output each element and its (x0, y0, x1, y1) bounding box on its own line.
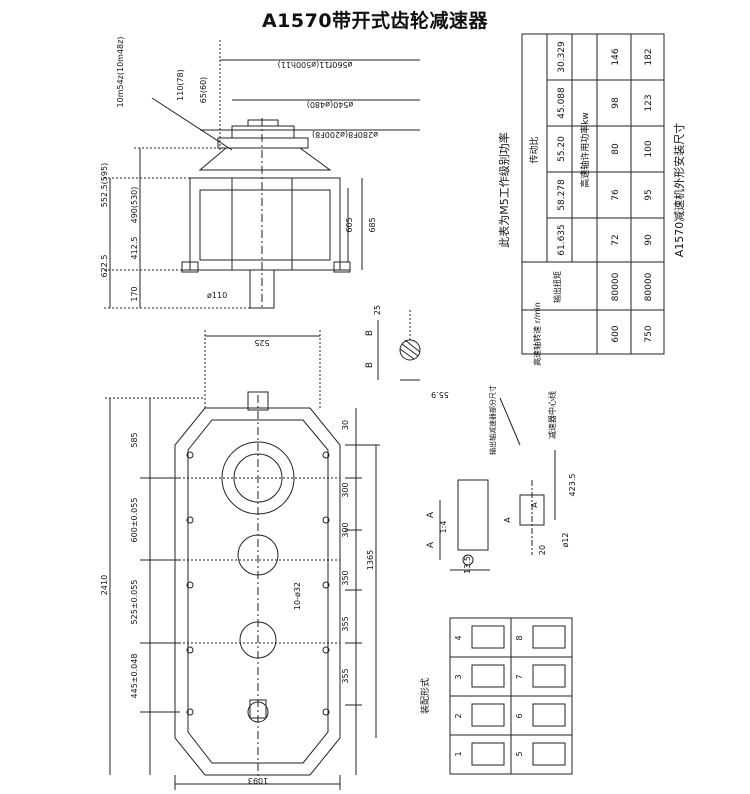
detail-dim-423: 423.5 (568, 474, 577, 497)
front-view (105, 330, 380, 790)
table-col-torque: 输出扭矩 (552, 271, 562, 303)
table-cell: 182 (644, 48, 654, 65)
table-cell: 100 (644, 140, 654, 157)
dim-total-2410: 2410 (100, 575, 109, 595)
dim-holes: 10-ø32 (293, 582, 302, 610)
table-cell: 80 (611, 143, 621, 155)
table-ratio: 30.329 (557, 41, 567, 73)
table-header-note: 此表为M5工作级别功率 (497, 132, 511, 248)
dim-r30: 30 (341, 420, 350, 430)
dim-h-490: 490(530) (130, 187, 139, 224)
assembly-number: 6 (515, 713, 524, 718)
section-aa (439, 479, 490, 571)
assembly-number: 8 (515, 635, 524, 640)
assembly-number: 3 (454, 674, 463, 679)
dim-25: 25 (373, 305, 382, 315)
side-body-inner (199, 189, 331, 261)
power-table (521, 33, 665, 355)
table-col-ratio: 传动比 (528, 136, 540, 163)
table-ratio: 58.278 (557, 179, 567, 211)
detail-dim-12: ø12 (561, 532, 570, 547)
drawing-title: A1570带开式齿轮减速器 (261, 10, 489, 32)
table-cell: 123 (644, 94, 654, 111)
table-ratio: 45.088 (557, 87, 567, 119)
top-boss (247, 119, 279, 127)
detail-view (499, 397, 556, 555)
dim-top-a: 10m54z(10m48z) (116, 37, 125, 108)
table-cell: 146 (611, 48, 621, 65)
top-cone (198, 147, 332, 171)
dim-r300a: 300 (341, 482, 350, 497)
side-view (104, 40, 420, 310)
table-cell: 95 (644, 189, 654, 200)
detail-label-a2: A (530, 502, 539, 508)
assembly-number: 1 (454, 751, 463, 756)
dim-h-552: 552.5(595) (100, 163, 109, 207)
section-aa-ratio: 1:4 (439, 521, 448, 534)
dim-525: 525±0.055 (130, 580, 139, 625)
housing-outline (174, 407, 341, 776)
assembly-number: 4 (454, 635, 463, 640)
note-center-line: 减速器中心线 (547, 391, 557, 439)
dim-r300b: 300 (341, 522, 350, 537)
table-cell: 90 (644, 234, 654, 246)
table-ratio: 61.635 (557, 224, 567, 256)
note-output-shaft: 输出轴减速器部分尺寸 (488, 385, 497, 455)
dim-h-170: 170 (130, 286, 139, 301)
dim-h-685: 685 (368, 217, 377, 232)
table-col-speed: 高速轴转速 r/min (532, 302, 542, 366)
dim-r350: 350 (341, 570, 350, 585)
side-body (189, 177, 341, 271)
dim-585: 585 (130, 432, 139, 447)
dim-r355b: 355 (341, 668, 350, 683)
section-bb-label-top: B (365, 330, 375, 336)
section-bb (377, 310, 421, 381)
section-aa-label-bottom: A (426, 541, 436, 548)
dim-top-525: 525 (254, 338, 269, 347)
dim-55-9: 55.9 (431, 390, 449, 399)
table-cell: 76 (611, 189, 621, 201)
dim-h-622: 622.5 (100, 255, 109, 278)
table-row-speed: 600 (611, 325, 621, 342)
dim-width-1093: 1093 (248, 776, 268, 785)
detail-dim-20: 20 (538, 545, 547, 555)
top-flange (217, 137, 309, 149)
table-row-torque: 80000 (611, 272, 621, 301)
bolt-holes (186, 451, 330, 716)
assembly-grid (449, 617, 573, 775)
dim-h-605: 605 (345, 217, 354, 232)
dim-dia-540: ø540(ø480) (307, 100, 354, 109)
dim-top-c: 65(60) (199, 77, 208, 104)
dim-dia-110: ø110 (207, 291, 227, 300)
dim-h-412: 412.5 (130, 237, 139, 260)
table-row-speed: 750 (644, 325, 654, 342)
dim-dia-280: ø280F8(ø200F8) (312, 130, 378, 139)
table-col-power: 高速轴许用功率kw (579, 112, 591, 188)
assembly-number: 5 (515, 751, 524, 756)
top-flange-cap (231, 125, 295, 139)
section-aa-label-top: A (426, 511, 436, 518)
detail-label-a: A (503, 517, 512, 523)
assembly-label: 装配形式 (419, 678, 431, 714)
dim-1365: 1365 (366, 550, 375, 570)
table-caption: A1570减速机外形安装尺寸 (672, 123, 686, 258)
assembly-number: 7 (515, 674, 524, 679)
dim-dia-560: ø560f11(ø500h11) (278, 60, 353, 69)
section-aa-dim: 13.5 (463, 556, 472, 574)
dim-445: 445±0.048 (130, 654, 139, 699)
section-bb-label-bottom: B (365, 362, 375, 368)
dim-600: 600±0.055 (130, 498, 139, 543)
table-row-torque: 80000 (644, 272, 654, 301)
table-cell: 72 (611, 234, 621, 245)
housing-inner (187, 419, 329, 764)
table-ratio: 55.20 (557, 136, 567, 162)
table-cell: 98 (611, 97, 621, 109)
dim-r355a: 355 (341, 616, 350, 631)
dim-top-b: 110(78) (176, 69, 185, 101)
assembly-number: 2 (454, 713, 463, 718)
